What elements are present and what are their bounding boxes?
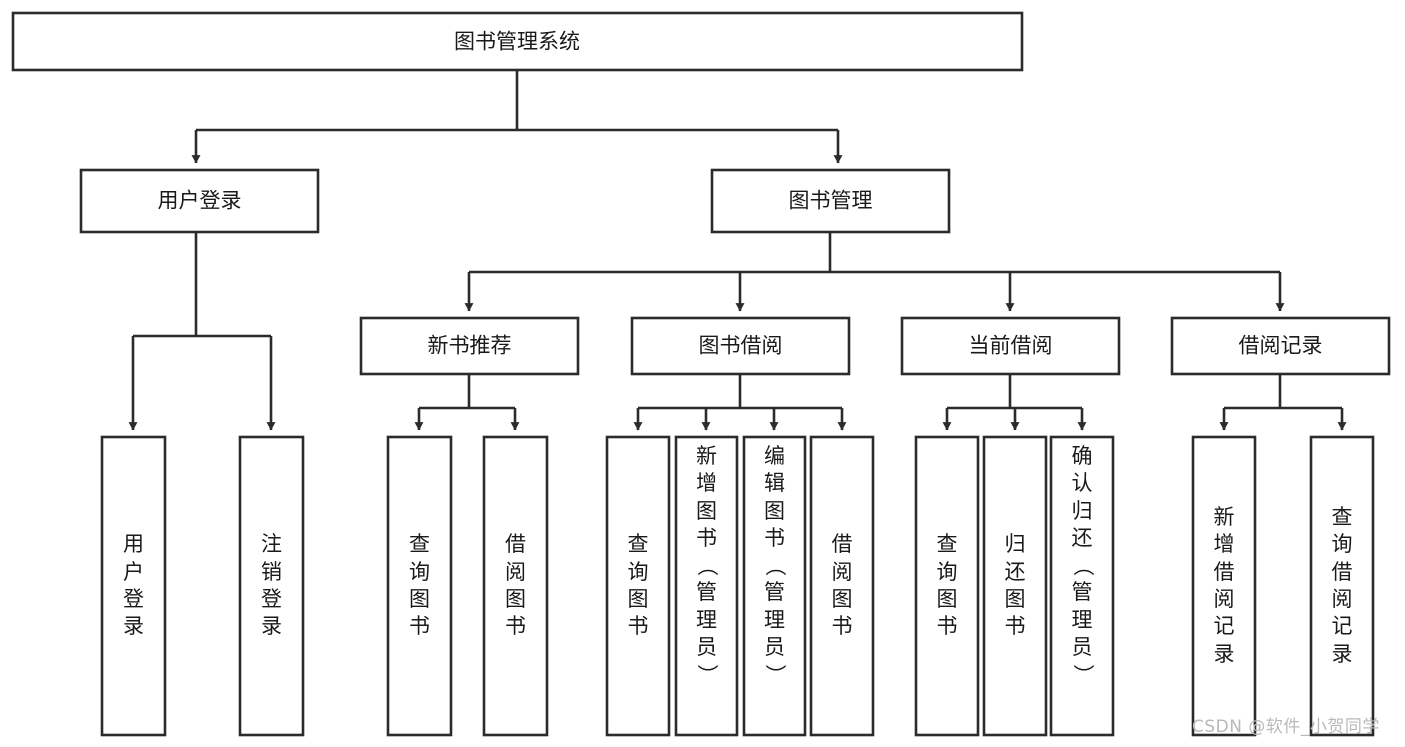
node-box-leaf-user-login-2[interactable] — [238, 435, 305, 737]
node-label-book-management: 图书管理 — [789, 189, 873, 213]
node-box-leaf-user-login-1[interactable] — [100, 435, 167, 737]
node-label-book-borrow: 图书借阅 — [699, 334, 783, 358]
node-label-current-borrow: 当前借阅 — [969, 334, 1053, 358]
node-box-new-book-recommend[interactable] — [359, 316, 580, 376]
node-box-leaf-book-borrow-2[interactable] — [674, 435, 739, 737]
node-box-current-borrow[interactable] — [900, 316, 1121, 376]
node-label-new-book-recommend: 新书推荐 — [428, 334, 512, 358]
node-label-root: 图书管理系统 — [454, 30, 580, 54]
node-box-leaf-book-borrow-1[interactable] — [605, 435, 671, 737]
node-box-user-login[interactable] — [79, 168, 320, 234]
node-box-leaf-current-borrow-2[interactable] — [982, 435, 1048, 737]
node-box-root[interactable] — [11, 11, 1024, 72]
node-box-leaf-new-book-1[interactable] — [386, 435, 453, 737]
node-box-book-management[interactable] — [710, 168, 951, 234]
node-label-user-login: 用户登录 — [158, 189, 242, 213]
node-box-leaf-borrow-record-1[interactable] — [1191, 435, 1257, 737]
node-box-leaf-book-borrow-4[interactable] — [809, 435, 875, 737]
node-box-leaf-current-borrow-3[interactable] — [1049, 435, 1115, 737]
node-label-borrow-record: 借阅记录 — [1239, 334, 1323, 358]
node-box-leaf-borrow-record-2[interactable] — [1309, 435, 1375, 737]
node-box-leaf-new-book-2[interactable] — [482, 435, 549, 737]
node-box-leaf-book-borrow-3[interactable] — [742, 435, 807, 737]
node-box-borrow-record[interactable] — [1170, 316, 1391, 376]
node-box-leaf-current-borrow-1[interactable] — [914, 435, 980, 737]
node-box-book-borrow[interactable] — [630, 316, 851, 376]
